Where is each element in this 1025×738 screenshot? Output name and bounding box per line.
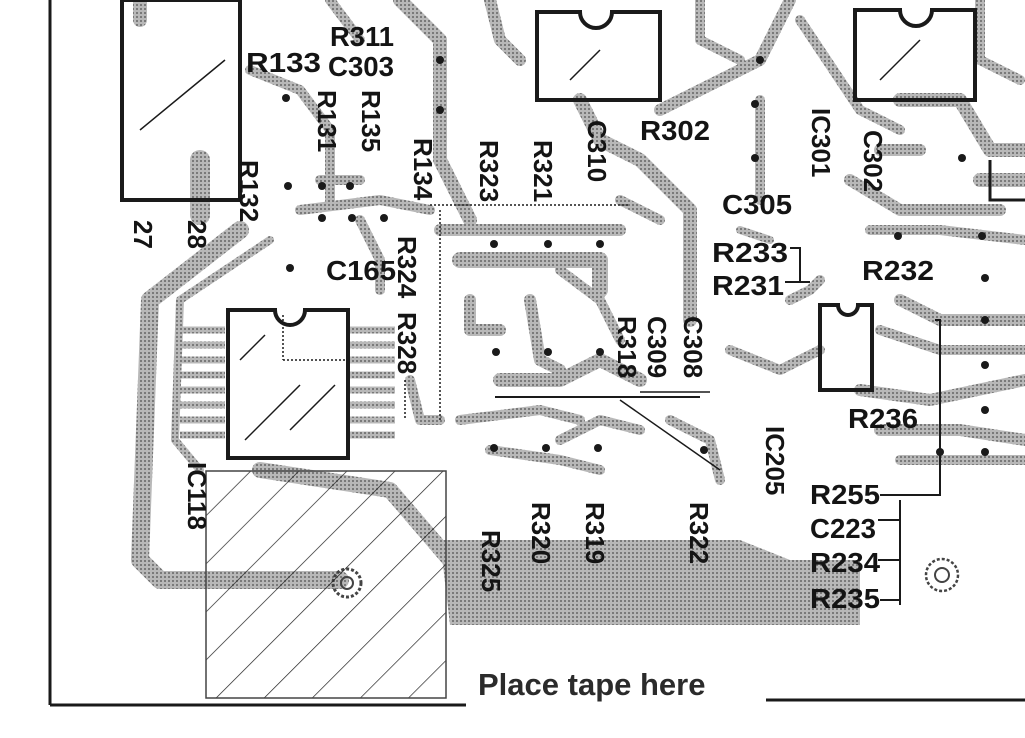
label-r234: R234 bbox=[810, 547, 880, 578]
ic-top-left-body bbox=[535, 10, 662, 102]
label-c309: C309 bbox=[642, 316, 672, 378]
ground-plane bbox=[440, 540, 860, 625]
ic205-body bbox=[818, 303, 874, 392]
label-r134: R134 bbox=[408, 138, 438, 201]
label-c305: C305 bbox=[722, 189, 792, 220]
label-r135: R135 bbox=[356, 90, 386, 152]
label-r328: R328 bbox=[392, 312, 422, 374]
label-c223: C223 bbox=[810, 513, 876, 544]
label-r324: R324 bbox=[392, 236, 422, 299]
label-c165: C165 bbox=[326, 255, 396, 286]
ic-top-right-body bbox=[853, 8, 977, 102]
label-r319: R319 bbox=[580, 502, 610, 564]
label-r132: R132 bbox=[234, 160, 264, 222]
component-outlines bbox=[120, 0, 1025, 460]
leader-lines bbox=[282, 204, 941, 605]
label-ic118: IC118 bbox=[182, 462, 212, 530]
label-c310: C310 bbox=[582, 120, 612, 182]
label-r255: R255 bbox=[810, 479, 880, 510]
label-c302: C302 bbox=[858, 130, 888, 192]
label-ic301: IC301 bbox=[806, 108, 836, 177]
tape-instruction-label: Place tape here bbox=[466, 658, 766, 712]
label-pin28: 28 bbox=[182, 220, 212, 249]
label-c303: C303 bbox=[328, 51, 394, 82]
label-r232: R232 bbox=[862, 255, 934, 286]
ic118-body bbox=[226, 308, 350, 460]
connector-body bbox=[120, 0, 242, 202]
label-r133: R133 bbox=[246, 47, 321, 78]
label-r236: R236 bbox=[848, 403, 918, 434]
vias bbox=[282, 56, 989, 456]
label-ic205: IC205 bbox=[760, 426, 790, 495]
label-r233: R233 bbox=[712, 237, 788, 268]
label-r320: R320 bbox=[526, 502, 556, 564]
ic118-pins bbox=[180, 326, 395, 439]
board-outline bbox=[48, 0, 1025, 707]
label-r235: R235 bbox=[810, 583, 880, 614]
silkscreen-labels-vertical: R131 R135 R132 R134 R323 R321 C310 IC301… bbox=[128, 90, 888, 592]
label-r321: R321 bbox=[528, 140, 558, 202]
label-r325: R325 bbox=[476, 530, 506, 592]
ic-reflections bbox=[139, 39, 921, 441]
label-r131: R131 bbox=[312, 90, 342, 152]
label-r322: R322 bbox=[684, 502, 714, 564]
label-pin27: 27 bbox=[128, 220, 158, 249]
label-r302: R302 bbox=[640, 115, 710, 146]
label-r323: R323 bbox=[474, 140, 504, 202]
tape-area bbox=[205, 470, 447, 699]
silkscreen-labels: R133 R311 C303 R302 C305 R233 R231 R232 … bbox=[246, 21, 934, 614]
label-r311: R311 bbox=[330, 21, 394, 52]
label-r318: R318 bbox=[612, 316, 642, 378]
label-c308: C308 bbox=[678, 316, 708, 378]
label-r231: R231 bbox=[712, 270, 784, 301]
